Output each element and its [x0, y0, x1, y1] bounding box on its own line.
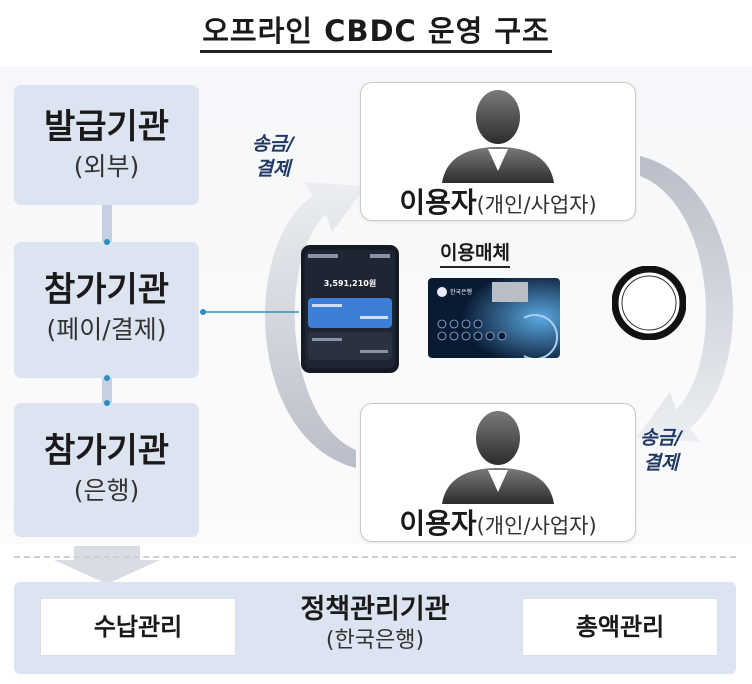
media-title: 이용매체 — [440, 238, 510, 268]
participant-bank-name: 참가기관 — [43, 431, 170, 471]
user-label-bottom: 이용자(개인/사업자) — [361, 502, 635, 542]
arrow-label-right-line1: 송금/ — [640, 427, 682, 449]
issuer-sub: (외부) — [73, 152, 140, 181]
arrow-label-left-line2: 결제 — [255, 158, 291, 180]
right-arc-arrow — [636, 156, 733, 442]
person-icon — [442, 411, 554, 504]
smartphone-icon: 3,591,210원 — [301, 245, 399, 373]
receipt-management-box: 수납관리 — [40, 598, 236, 656]
page-title-text: 오프라인 CBDC 운영 구조 — [200, 14, 552, 53]
policy-center-sub: (한국은행) — [325, 628, 425, 653]
connector-dot — [104, 239, 110, 245]
issuer-box: 발급기관 (외부) — [14, 85, 199, 205]
participant-pay-box: 참가기관 (페이/결제) — [14, 242, 199, 378]
participant-bank-sub: (은행) — [73, 476, 140, 505]
card-icon: 한국은행 — [428, 278, 560, 358]
participant-pay-name: 참가기관 — [43, 270, 170, 310]
arrow-label-left-line1: 송금/ — [252, 133, 294, 155]
left-arc-arrow — [265, 182, 366, 468]
policy-box: 수납관리 정책관리기관 (한국은행) 총액관리 — [14, 582, 736, 674]
connector-dot — [104, 400, 110, 406]
policy-center: 정책관리기관 (한국은행) — [264, 594, 486, 656]
card-bank-label: 한국은행 — [450, 288, 472, 296]
connector-dot — [104, 375, 110, 381]
connector-dot — [200, 309, 206, 315]
participant-pay-sub: (페이/결제) — [46, 315, 167, 344]
policy-center-name: 정책관리기관 — [300, 594, 450, 625]
user-box-top: 이용자(개인/사업자) — [360, 82, 636, 221]
user-label-bottom-normal: (개인/사업자) — [476, 514, 597, 538]
participant-bank-box: 참가기관 (은행) — [14, 403, 199, 537]
arrow-label-right-line2: 결제 — [643, 452, 679, 474]
down-arrow — [54, 546, 160, 584]
person-icon — [442, 90, 554, 183]
user-label-top: 이용자(개인/사업자) — [361, 181, 635, 221]
user-label-top-bold: 이용자 — [399, 186, 477, 219]
connector-pay-bank — [102, 378, 112, 403]
total-management-box: 총액관리 — [522, 598, 718, 656]
separator-line — [14, 556, 736, 558]
page-title: 오프라인 CBDC 운영 구조 — [0, 8, 752, 53]
user-label-top-normal: (개인/사업자) — [476, 193, 597, 217]
connector-issuer-pay — [102, 205, 112, 242]
issuer-name: 발급기관 — [43, 107, 170, 147]
user-box-bottom: 이용자(개인/사업자) — [360, 403, 636, 542]
phone-balance: 3,591,210원 — [324, 278, 376, 288]
arrow-label-right: 송금/ 결제 — [640, 426, 682, 476]
arrow-label-left: 송금/ 결제 — [252, 132, 294, 182]
user-label-bottom-bold: 이용자 — [399, 507, 477, 540]
smartwatch-icon — [612, 266, 686, 340]
